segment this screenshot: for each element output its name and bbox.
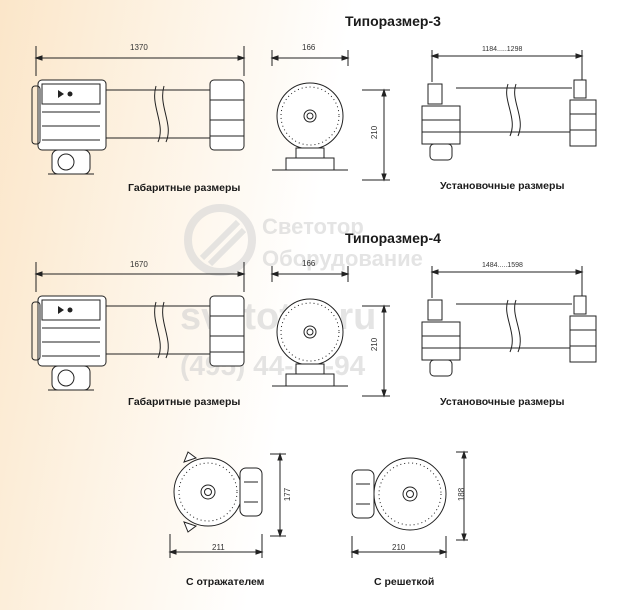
grille-dim-height: 188 bbox=[457, 487, 467, 502]
grille-view bbox=[350, 450, 468, 558]
size3-side-view bbox=[270, 50, 390, 182]
size4-overall-view bbox=[31, 262, 246, 391]
watermark-line2: Оборудование bbox=[262, 246, 423, 271]
watermark-line1: Светотор bbox=[262, 214, 364, 239]
size3-mount-view bbox=[421, 50, 597, 161]
size3-dim-length: 1370 bbox=[130, 43, 148, 52]
reflector-caption: С отражателем bbox=[186, 576, 265, 588]
size3-caption-mount: Установочные размеры bbox=[440, 180, 565, 192]
reflector-dim-width: 211 bbox=[212, 543, 225, 552]
size4-title: Типоразмер-4 bbox=[345, 230, 441, 246]
size4-mount-view bbox=[421, 266, 597, 377]
watermark-logo-icon bbox=[184, 204, 256, 276]
size3-dim-height: 210 bbox=[370, 125, 380, 140]
size4-caption-overall: Габаритные размеры bbox=[128, 396, 241, 408]
size4-dim-height: 210 bbox=[370, 337, 380, 352]
size3-dim-width: 166 bbox=[302, 43, 316, 52]
size4-side-view bbox=[270, 266, 390, 398]
size4-dim-width: 166 bbox=[302, 259, 316, 268]
grille-dim-width: 210 bbox=[392, 543, 406, 552]
size4-dim-mount: 1484.....1598 bbox=[482, 262, 523, 269]
size3-caption-overall: Габаритные размеры bbox=[128, 182, 241, 194]
size3-title: Типоразмер-3 bbox=[345, 13, 441, 29]
grille-caption: С решеткой bbox=[374, 576, 435, 588]
reflector-dim-height: 177 bbox=[283, 487, 293, 502]
size3-dim-mount: 1184.....1298 bbox=[482, 46, 523, 53]
reflector-view bbox=[168, 451, 286, 558]
size4-dim-length: 1670 bbox=[130, 260, 148, 269]
size4-caption-mount: Установочные размеры bbox=[440, 396, 565, 408]
size3-overall-view bbox=[31, 46, 246, 175]
